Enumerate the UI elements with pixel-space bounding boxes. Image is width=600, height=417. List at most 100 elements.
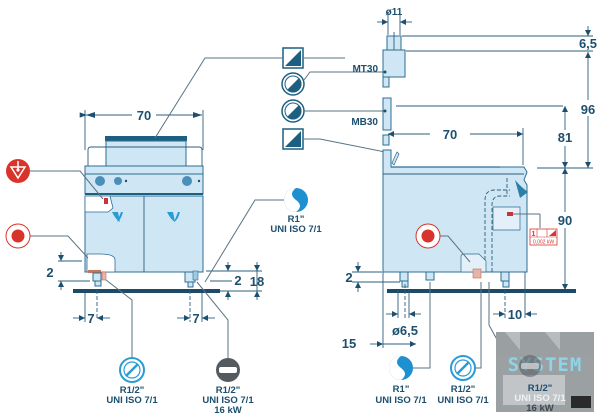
pipe-segment bbox=[382, 134, 390, 146]
electrical-connector bbox=[507, 212, 513, 216]
side-gas-standard: UNI ISO 7/1 bbox=[514, 393, 566, 404]
side-right-offset-dim: 10 bbox=[508, 307, 522, 322]
pipe-diameter-dim: ø11 bbox=[386, 7, 403, 18]
gas-icon bbox=[519, 355, 541, 377]
lid bbox=[105, 136, 187, 141]
arrow-head bbox=[79, 315, 85, 321]
electrical-rating-label: 1 0,002 kW bbox=[529, 228, 558, 246]
front-drain-size: R1" bbox=[288, 214, 305, 225]
label-bg bbox=[555, 130, 575, 146]
arrow-head bbox=[382, 19, 388, 25]
cold-water-icon bbox=[450, 355, 476, 381]
foot bbox=[502, 280, 510, 288]
front-water-size: R1/2" bbox=[120, 385, 145, 396]
arrow-head bbox=[562, 168, 568, 174]
power-rating: 0,002 kW bbox=[533, 240, 554, 246]
valve-box bbox=[492, 206, 521, 231]
front-right-offset-dim: 7 bbox=[192, 311, 199, 326]
front-left-height-dim: 2 bbox=[46, 265, 53, 280]
leader-line bbox=[154, 57, 282, 139]
front-water-standard: UNI ISO 7/1 bbox=[106, 395, 158, 406]
foot bbox=[94, 280, 102, 287]
side-gas-size: R1/2" bbox=[528, 383, 553, 394]
side-gas-power: 16 kW bbox=[526, 403, 553, 414]
arrow-head bbox=[97, 315, 103, 321]
internal-pipe bbox=[484, 189, 510, 272]
front-gas-standard: UNI ISO 7/1 bbox=[202, 395, 254, 406]
arrow-head bbox=[585, 162, 591, 168]
foot bbox=[92, 272, 102, 282]
valve-housing bbox=[84, 195, 114, 213]
side-foot-height-dim: 2 bbox=[345, 270, 352, 285]
leader-line bbox=[468, 282, 482, 369]
half-circle-symbol-icon bbox=[281, 72, 305, 96]
leader-line bbox=[30, 235, 89, 259]
arrow-head bbox=[355, 266, 361, 272]
drain-fitting bbox=[88, 270, 101, 273]
valve-marker bbox=[104, 198, 108, 204]
side-water-size: R1/2" bbox=[451, 384, 476, 395]
arrow-head bbox=[86, 112, 95, 118]
door-handle bbox=[117, 212, 123, 222]
side-drain-size: R1" bbox=[393, 384, 410, 395]
arrow-head bbox=[410, 341, 416, 347]
mt30-label: MT30 bbox=[352, 64, 378, 75]
arrow-head bbox=[517, 131, 523, 137]
front-clearance-dim: 18 bbox=[250, 274, 264, 289]
front-gas-size: R1/2" bbox=[216, 385, 241, 396]
arrow-head bbox=[193, 112, 202, 118]
half-circle-symbol-icon bbox=[281, 99, 305, 123]
front-drain-standard: UNI ISO 7/1 bbox=[270, 224, 322, 235]
side-water-standard: UNI ISO 7/1 bbox=[437, 395, 489, 406]
indicator-dot bbox=[124, 179, 128, 183]
control-knob bbox=[182, 176, 192, 186]
leader-line bbox=[105, 279, 133, 360]
arrow-head bbox=[562, 284, 568, 290]
arrow-head bbox=[525, 311, 531, 317]
drain-fitting bbox=[472, 268, 482, 279]
water-drain-icon bbox=[284, 188, 308, 212]
arrow-head bbox=[58, 255, 64, 261]
side-view: ø11 MT30 MB30 6,5 96 81 bbox=[342, 7, 598, 369]
foot bbox=[500, 271, 510, 282]
door-handle bbox=[167, 212, 175, 222]
gas-inlet bbox=[192, 270, 199, 281]
leader-line bbox=[304, 138, 386, 153]
door-handle bbox=[174, 212, 180, 222]
front-left-offset-dim: 7 bbox=[87, 311, 94, 326]
side-drain-standard: UNI ISO 7/1 bbox=[375, 395, 427, 406]
phase-number: 1 bbox=[532, 231, 536, 238]
arrow-head bbox=[400, 19, 406, 25]
arrow-head bbox=[499, 311, 505, 317]
watermark-text: SYSTEM bbox=[508, 354, 583, 376]
arrow-head bbox=[392, 311, 398, 317]
water-inlet bbox=[101, 271, 107, 281]
pipe-segment bbox=[382, 97, 392, 131]
front-gas-power: 16 kW bbox=[214, 405, 241, 416]
control-knob bbox=[114, 177, 122, 185]
heating-symbol-icon bbox=[282, 128, 304, 150]
gas-icon bbox=[216, 358, 240, 382]
floor-line bbox=[73, 289, 220, 293]
arrow-head bbox=[409, 311, 415, 317]
electrical-connection-icon bbox=[415, 223, 441, 249]
point-marker bbox=[383, 70, 387, 74]
point-marker bbox=[383, 109, 387, 113]
arrow-head bbox=[585, 52, 591, 58]
arrow-head bbox=[184, 315, 190, 321]
arrow-head bbox=[254, 291, 260, 297]
cold-water-icon bbox=[119, 357, 145, 383]
arrow-head bbox=[225, 291, 231, 297]
front-right-height-dim: 2 bbox=[234, 273, 241, 288]
front-view: 70 bbox=[30, 57, 284, 360]
arrow-head bbox=[585, 30, 591, 36]
arrow-head bbox=[562, 162, 568, 168]
foot bbox=[187, 281, 194, 288]
heating-symbol-icon bbox=[282, 47, 304, 69]
internal-pipe bbox=[491, 195, 510, 272]
mid-height-dim: 81 bbox=[558, 130, 572, 145]
arrow-head bbox=[225, 265, 231, 271]
control-knob bbox=[95, 176, 105, 186]
arrow-head bbox=[377, 341, 383, 347]
